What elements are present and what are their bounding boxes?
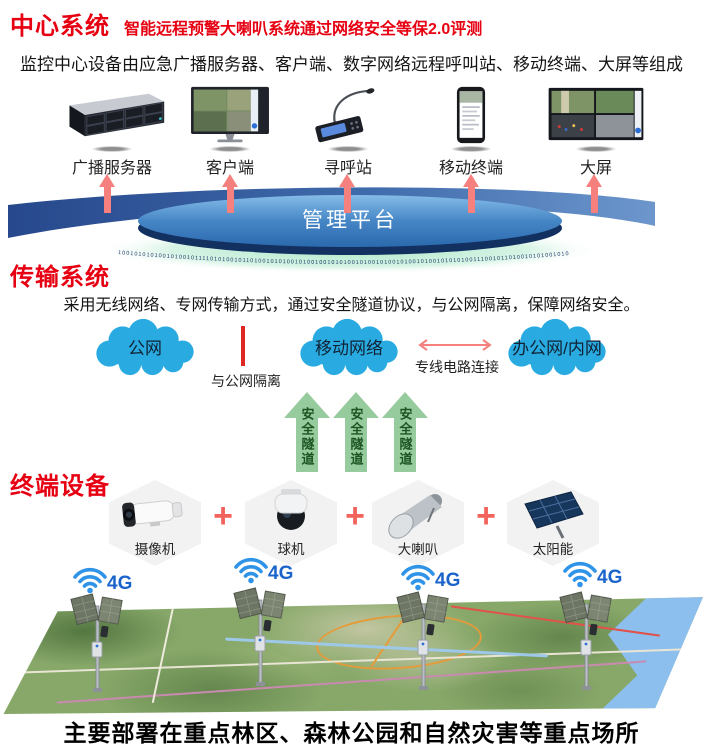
device-shadow bbox=[328, 146, 368, 152]
section-title-transmission: 传输系统 bbox=[10, 264, 110, 291]
device-broadcast-server: 广播服务器 bbox=[47, 86, 177, 178]
center-system-description: 监控中心设备由应急广播服务器、客户端、数字网络远程呼叫站、移动终端、大屏等组成 bbox=[20, 55, 683, 74]
network-swoosh-band bbox=[8, 187, 655, 238]
field-station-pole bbox=[233, 587, 286, 686]
device-shadow bbox=[92, 146, 132, 152]
cloud-icon bbox=[96, 318, 194, 376]
plus-sign: + bbox=[213, 497, 233, 535]
cloud-public-network: 公网 bbox=[86, 318, 204, 376]
paging-console-icon bbox=[283, 86, 413, 144]
section-subtitle-certification: 智能远程预警大喇叭系统通过网络安全等保2.0评测 bbox=[124, 21, 483, 38]
uplink-arrow-icon bbox=[586, 174, 602, 213]
cloud-mobile-network: 移动网络 bbox=[290, 318, 408, 376]
rack-server-icon bbox=[47, 86, 177, 144]
tunnel-label: 安全隧道 bbox=[348, 407, 364, 467]
network-4g-label: 4G bbox=[268, 563, 293, 584]
device-label: 广播服务器 bbox=[71, 160, 152, 177]
platform-label: 管理平台 bbox=[302, 209, 398, 232]
plus-sign: + bbox=[476, 497, 496, 535]
bullet-camera-icon bbox=[122, 500, 183, 527]
video-wall-icon bbox=[531, 86, 661, 144]
tunnel-stem bbox=[345, 418, 367, 472]
terminal-camera: 摄像机 bbox=[109, 480, 201, 566]
monitor-icon bbox=[165, 86, 295, 144]
wifi-4g-icon: 4G bbox=[401, 564, 460, 591]
cloud-label: 移动网络 bbox=[315, 339, 383, 358]
management-platform-graphic: 1001010101001010010111101010010110100101… bbox=[8, 187, 655, 274]
isolation-divider-line bbox=[241, 326, 245, 366]
uplink-arrow-icon bbox=[99, 174, 115, 213]
field-station-pole bbox=[559, 591, 612, 690]
terminal-label: 大喇叭 bbox=[397, 542, 439, 557]
device-paging-station: 寻呼站 bbox=[283, 86, 413, 178]
wifi-4g-icon: 4G bbox=[73, 567, 132, 594]
device-big-screen: 大屏 bbox=[531, 86, 661, 178]
uplink-arrow-icon bbox=[463, 174, 479, 213]
platform-disk-top bbox=[138, 195, 562, 247]
terminal-label: 摄像机 bbox=[134, 542, 176, 557]
tunnel-arrowhead bbox=[382, 392, 428, 418]
plus-sign: + bbox=[345, 497, 365, 535]
network-4g-label: 4G bbox=[435, 570, 460, 591]
terminal-label: 球机 bbox=[277, 542, 305, 557]
device-shadow bbox=[210, 146, 250, 152]
uplink-arrow-icon bbox=[222, 174, 238, 213]
field-station-pole bbox=[70, 593, 123, 692]
terminal-loudspeaker: 大喇叭 bbox=[372, 480, 464, 566]
section-title-center-system: 中心系统 bbox=[10, 13, 110, 40]
section-title-terminal: 终端设备 bbox=[10, 473, 110, 500]
smartphone-icon bbox=[406, 86, 536, 144]
device-label: 大屏 bbox=[579, 160, 612, 177]
device-label: 客户端 bbox=[205, 160, 254, 177]
cloud-icon bbox=[300, 318, 398, 376]
tunnel-stem bbox=[394, 418, 416, 472]
network-4g-label: 4G bbox=[597, 567, 622, 588]
field-station-pole bbox=[396, 591, 449, 690]
tunnel-arrowhead bbox=[333, 392, 379, 418]
solar-panel-icon bbox=[524, 491, 584, 539]
cloud-office-intranet: 办公网/内网 bbox=[494, 318, 620, 376]
tunnel-label: 安全隧道 bbox=[299, 407, 315, 467]
horn-speaker-icon bbox=[388, 494, 442, 539]
terminal-label: 太阳能 bbox=[532, 542, 574, 557]
device-mobile-terminal: 移动终端 bbox=[406, 86, 536, 178]
transmission-description: 采用无线网络、专网传输方式，通过安全隧道协议，与公网隔离，保障网络安全。 bbox=[63, 297, 640, 314]
secure-tunnel-arrow: 安全隧道 bbox=[333, 392, 379, 472]
device-shadow bbox=[451, 146, 491, 152]
wifi-4g-icon: 4G bbox=[563, 561, 622, 588]
double-arrow-icon bbox=[418, 339, 492, 351]
device-label: 寻呼站 bbox=[323, 160, 372, 177]
cloud-label: 办公网/内网 bbox=[512, 339, 602, 358]
dome-camera-icon bbox=[274, 489, 308, 530]
uplink-arrow-icon bbox=[339, 174, 355, 213]
tunnel-label: 安全隧道 bbox=[397, 407, 413, 467]
secure-tunnel-arrow: 安全隧道 bbox=[284, 392, 330, 472]
deployment-footer-text: 主要部署在重点林区、森林公园和自然灾害等重点场所 bbox=[63, 720, 640, 746]
device-client-monitor: 客户端 bbox=[165, 86, 295, 178]
tunnel-arrowhead bbox=[284, 392, 330, 418]
wifi-4g-icon: 4G bbox=[234, 557, 293, 584]
leased-line-label: 专线电路连接 bbox=[415, 359, 499, 375]
tunnel-stem bbox=[296, 418, 318, 472]
secure-tunnel-arrow: 安全隧道 bbox=[382, 392, 428, 472]
cloud-icon bbox=[508, 318, 606, 376]
network-4g-label: 4G bbox=[107, 573, 132, 594]
isolation-label: 与公网隔离 bbox=[211, 373, 281, 389]
device-label: 移动终端 bbox=[438, 160, 503, 177]
device-shadow bbox=[576, 146, 616, 152]
cloud-label: 公网 bbox=[128, 339, 162, 358]
